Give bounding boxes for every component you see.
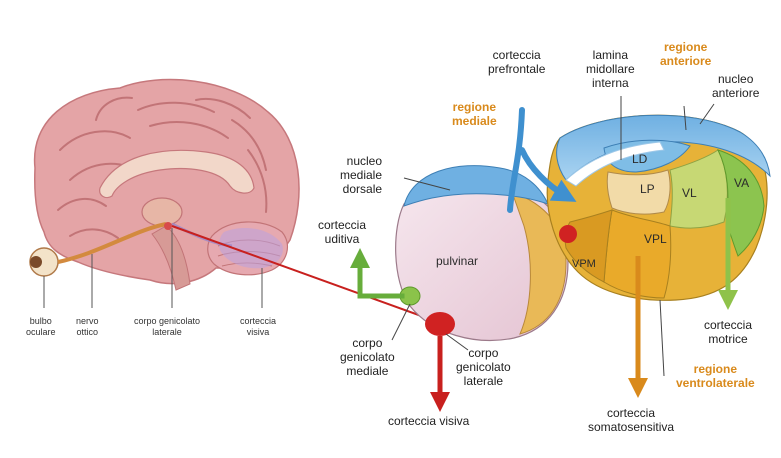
- label-regione-ventrolaterale: regione ventrolaterale: [676, 362, 755, 390]
- label-regione-anteriore: regione anteriore: [660, 40, 712, 68]
- label-corteccia-somatosensitiva: corteccia somatosensitiva: [588, 406, 675, 434]
- label-corteccia-visiva: corteccia visiva: [388, 414, 470, 428]
- label-corpo-genicolato-brain: corpo genicolato laterale: [134, 316, 201, 337]
- label-regione-mediale: regione mediale: [452, 100, 497, 128]
- label-lamina-midollare: lamina midollare interna: [586, 48, 635, 90]
- label-corteccia-uditiva: corteccia uditiva: [318, 218, 367, 246]
- brainstem: [151, 225, 191, 291]
- brain-thalamus: [141, 197, 183, 227]
- brain-to-thalamus-line: [171, 225, 439, 323]
- label-vl: VL: [682, 186, 697, 200]
- lateral-red-dot: [559, 225, 577, 243]
- pupil: [30, 256, 42, 268]
- visual-cortex-area: [219, 228, 283, 269]
- label-lp: LP: [640, 182, 655, 196]
- brain-lgn-dot: [164, 222, 172, 230]
- nucleus-vl: [669, 149, 728, 229]
- label-nucleo-anteriore: nucleo anteriore: [712, 72, 760, 100]
- optic-nerve: [57, 222, 167, 264]
- label-vpl: VPL: [644, 232, 667, 246]
- thalamus-illustration: [350, 96, 771, 412]
- label-corteccia-motrice: corteccia motrice: [704, 318, 753, 346]
- label-bulbo-oculare: bulbo oculare: [26, 316, 56, 337]
- brain-leaders: [43, 228, 263, 308]
- label-corpo-genicolato-laterale: corpo genicolato laterale: [456, 346, 511, 388]
- label-nucleo-mediale-dorsale: nucleo mediale dorsale: [340, 154, 383, 196]
- label-ld: LD: [632, 152, 648, 166]
- nucleus-lp: [606, 169, 671, 215]
- label-corteccia-prefrontale: corteccia prefrontale: [488, 48, 546, 76]
- internal-medullary-lamina: [565, 141, 665, 187]
- label-nervo-ottico: nervo ottico: [76, 316, 99, 337]
- arrow-prefrontale: [507, 107, 566, 213]
- label-corpo-genicolato-mediale: corpo genicolato mediale: [340, 336, 395, 378]
- thalamus-leaders: [391, 96, 715, 377]
- brain-illustration: [29, 78, 300, 308]
- label-corteccia-visiva-brain: corteccia visiva: [240, 316, 277, 337]
- label-vpm: VPM: [572, 258, 596, 270]
- label-pulvinar: pulvinar: [436, 254, 479, 268]
- lateral-geniculate-dot: [425, 312, 455, 336]
- label-va: VA: [734, 176, 750, 190]
- corpus-callosum: [99, 149, 255, 199]
- arrow-uditiva: [350, 248, 405, 299]
